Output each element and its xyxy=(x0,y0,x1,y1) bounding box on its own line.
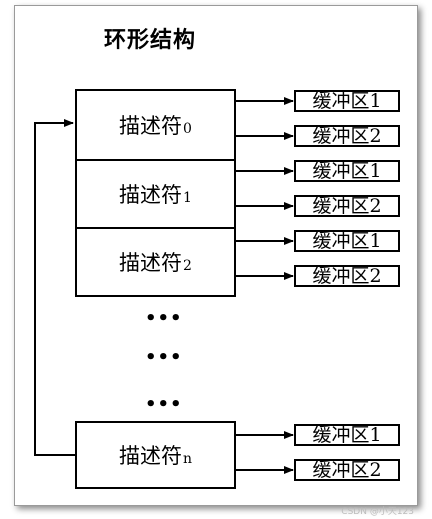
descriptor-label: 描述符 xyxy=(119,114,183,138)
ellipsis-1: ••• xyxy=(145,308,183,329)
diagram-title: 环形结构 xyxy=(104,28,197,53)
descriptor-index: n xyxy=(182,451,193,467)
descriptor-label: 描述符 xyxy=(119,251,183,275)
descriptor-index: 0 xyxy=(183,121,192,137)
buffer-2-1: 缓冲区1 xyxy=(294,230,400,252)
ellipsis-3: ••• xyxy=(145,394,183,415)
buffer-0-1: 缓冲区1 xyxy=(294,90,400,112)
buffer-2-2: 缓冲区2 xyxy=(294,265,400,287)
descriptor-index: 1 xyxy=(183,190,192,206)
descriptor-label: 描述符 xyxy=(119,183,183,207)
descriptor-index: 2 xyxy=(183,258,192,274)
buffer-1-2: 缓冲区2 xyxy=(294,195,400,217)
buffer-0-2: 缓冲区2 xyxy=(294,125,400,147)
buffer-1-1: 缓冲区1 xyxy=(294,160,400,182)
ring-return-arrow xyxy=(34,119,75,456)
ellipsis-2: ••• xyxy=(145,347,183,368)
watermark: CSDN @小天123 xyxy=(341,507,414,517)
descriptor-label: 描述符 xyxy=(118,444,182,468)
buffer-n-1: 缓冲区1 xyxy=(294,424,400,446)
buffer-n-2: 缓冲区2 xyxy=(294,459,400,481)
